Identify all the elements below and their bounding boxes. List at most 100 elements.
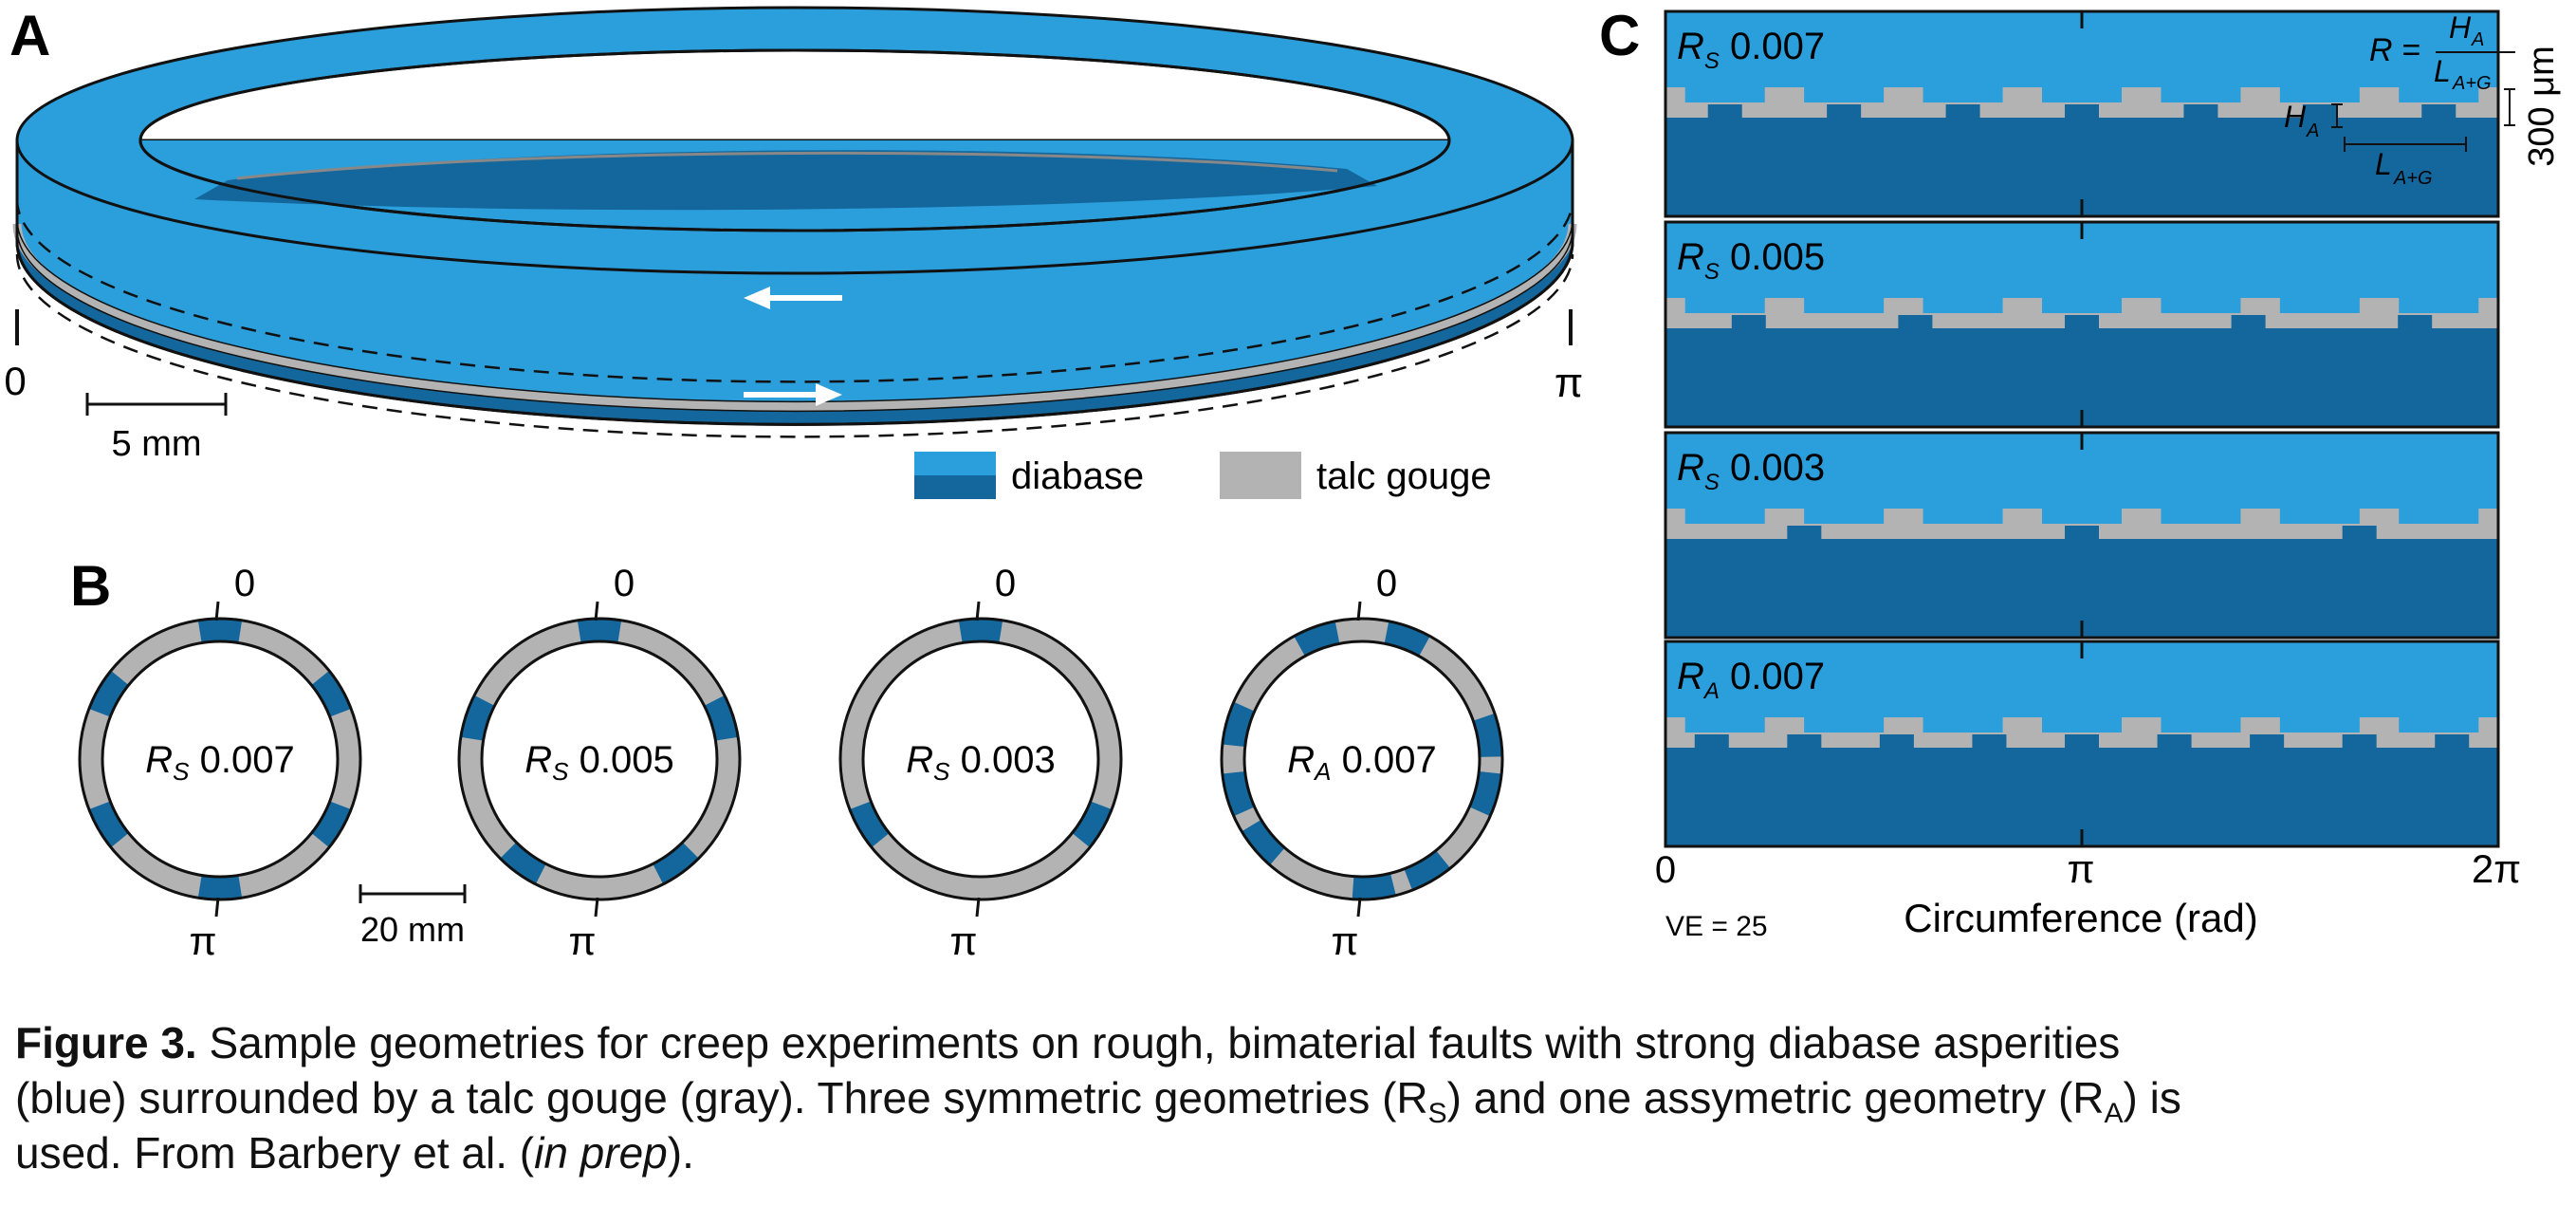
- ve-label: VE = 25: [1665, 911, 1768, 942]
- x-tick-0: 0: [1655, 849, 1676, 891]
- scalebar-a: 5 mm: [85, 393, 228, 464]
- profile-asperity: [1879, 734, 1914, 748]
- formula-num-sub: A: [2471, 29, 2484, 50]
- scalebar-b-label: 20 mm: [360, 910, 465, 949]
- profile-upper-tooth: [2279, 298, 2360, 313]
- profile-upper-tooth: [2042, 509, 2122, 524]
- ring-asperity: [311, 670, 352, 717]
- profile-2: RS 0.005: [1664, 220, 2500, 429]
- profile-upper-tooth: [1804, 298, 1885, 313]
- profile-asperity: [2342, 526, 2377, 539]
- ring-0-label: 0: [614, 563, 635, 604]
- figure-caption: Figure 3. Sample geometries for creep ex…: [15, 1015, 2197, 1180]
- ring-asperity: [958, 619, 1003, 643]
- ring-pi-label: π: [569, 918, 597, 963]
- ring-pi-tick: [214, 897, 220, 918]
- caption-text-4: ).: [667, 1128, 694, 1178]
- ring-asperity: [197, 619, 243, 643]
- profile-asperity: [2421, 104, 2456, 118]
- profile-upper-tooth: [1923, 298, 2003, 313]
- ring-asperity: [653, 842, 699, 884]
- profile-label: RA 0.007: [1677, 656, 1825, 704]
- ring-label: RS 0.005: [524, 739, 673, 786]
- profile-stack: RS 0.007 RS 0.005 RS 0.003 RA 0.007: [1664, 9, 2500, 848]
- profile-asperity: [1827, 104, 1862, 118]
- profile-upper-tooth: [1804, 717, 1885, 733]
- ring-0-tick: [1356, 601, 1362, 621]
- ring-asperity: [500, 842, 546, 884]
- ring-0-label: 0: [1376, 563, 1397, 604]
- profile-asperity: [2065, 526, 2099, 539]
- profile-asperity: [2398, 315, 2433, 328]
- profile-asperity: [1731, 315, 1766, 328]
- ring-pi-label: π: [190, 918, 217, 963]
- profile-label: RS 0.007: [1677, 26, 1825, 74]
- ring-asperity: [577, 619, 622, 643]
- profile-asperity: [1787, 734, 1822, 748]
- ring-asperity: [849, 801, 890, 848]
- profile-asperity: [2065, 315, 2099, 328]
- ring-asperity: [197, 875, 243, 900]
- scalebar-a-label: 5 mm: [112, 424, 202, 464]
- caption-sub-2: A: [2104, 1098, 2124, 1130]
- caption-text-2: ) and one assymetric geometry (R: [1446, 1073, 2105, 1122]
- formula-num: H: [2449, 10, 2472, 45]
- l-label: L: [2375, 147, 2392, 181]
- profile-upper-tooth: [1684, 509, 1765, 524]
- profile-asperity: [1972, 734, 2007, 748]
- roughness-formula: R = H A L A+G: [2369, 10, 2515, 94]
- x-axis-label: Circumference (rad): [1904, 896, 2257, 940]
- caption-label: Figure 3.: [15, 1018, 197, 1067]
- profile-asperity: [2342, 734, 2377, 748]
- profile-asperity: [2065, 734, 2099, 748]
- x-tick-2pi: 2π: [2472, 846, 2521, 891]
- x-axis: 0 π 2π Circumference (rad) VE = 25: [1655, 846, 2521, 942]
- profile-asperity: [1707, 104, 1742, 118]
- profile-upper-tooth: [2161, 87, 2241, 102]
- scalebar-b: 20 mm: [359, 884, 467, 949]
- gouge-layer: [12, 223, 1577, 411]
- profile-upper-tooth: [2399, 298, 2479, 313]
- dashed-trace-upper: [15, 198, 1574, 383]
- profile-upper-tooth: [2399, 87, 2479, 102]
- profile-asperity: [1787, 526, 1822, 539]
- caption-sub-1: S: [1427, 1098, 1447, 1130]
- profile-upper-tooth: [1923, 717, 2003, 733]
- profile-upper-tooth: [2161, 298, 2241, 313]
- formula-den: L: [2434, 54, 2451, 88]
- profile-asperity: [2435, 734, 2470, 748]
- ring-pi-tick: [594, 897, 599, 918]
- h-label: H: [2284, 100, 2307, 134]
- ring-label: RA 0.007: [1287, 739, 1436, 786]
- h-sub: A: [2306, 121, 2319, 141]
- asperity-height-annotation: H A: [2284, 100, 2343, 141]
- profile-upper-tooth: [2279, 509, 2360, 524]
- ring-pi-tick: [975, 897, 981, 918]
- ring-asperity: [1473, 713, 1502, 757]
- formula-lhs: R =: [2369, 32, 2420, 68]
- profile-3: RS 0.003: [1664, 431, 2500, 640]
- profile-upper-tooth: [1804, 509, 1885, 524]
- profile-upper-tooth: [1923, 509, 2003, 524]
- profile-upper-tooth: [2161, 509, 2241, 524]
- legend-gouge-swatch: [1220, 452, 1301, 499]
- ring-0-tick: [975, 601, 981, 621]
- ring-asperity: [1352, 873, 1396, 899]
- profile-upper-tooth: [1684, 717, 1765, 733]
- ring-0-label: 0: [234, 563, 255, 604]
- caption-text-1: Sample geometries for creep experiments …: [15, 1018, 2121, 1122]
- profile-asperity: [1945, 104, 1980, 118]
- profile-asperity: [1694, 734, 1729, 748]
- profile-upper-tooth: [2399, 717, 2479, 733]
- profile-upper-tooth: [2279, 717, 2360, 733]
- caption-text-3: ) is used. From Barbery et al. (: [15, 1073, 2181, 1178]
- ring-asperity: [1294, 621, 1340, 657]
- legend-diabase-swatch-dark: [914, 475, 996, 499]
- ring-asperity: [88, 670, 129, 717]
- ring-0-label: 0: [995, 563, 1016, 604]
- profile-label: RS 0.003: [1677, 447, 1825, 495]
